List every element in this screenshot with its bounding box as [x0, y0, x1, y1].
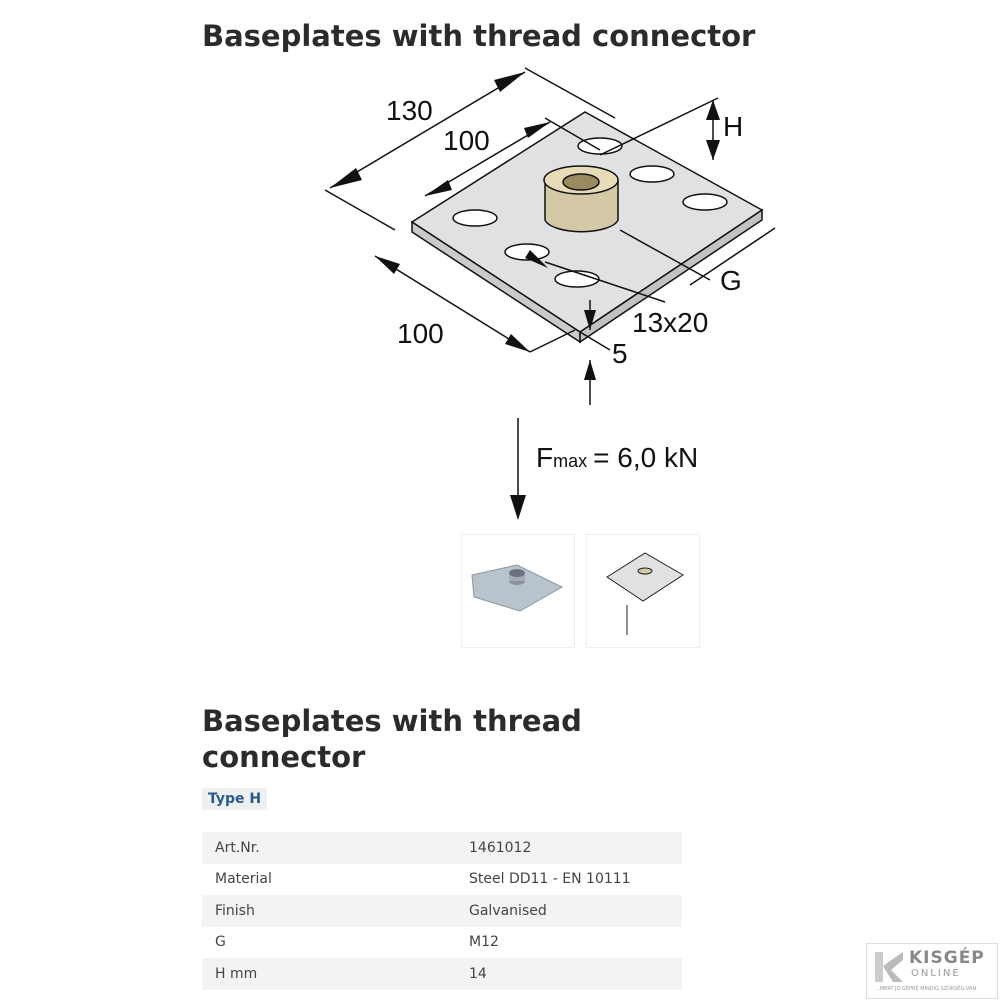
- table-row: Material Steel DD11 - EN 10111: [202, 864, 682, 896]
- spec-label: Finish: [215, 902, 255, 919]
- dim-h-label: H: [723, 111, 743, 142]
- dim-slot-label: 13x20: [632, 307, 708, 338]
- spec-label: Art.Nr.: [215, 839, 260, 856]
- spec-value: Steel DD11 - EN 10111: [469, 871, 631, 888]
- kisgep-logo-watermark: KISGÉP ONLINE ...MERT JÓ GÉPRE MINDIG SZ…: [866, 943, 998, 999]
- table-row: Art.Nr. 1461012: [202, 832, 682, 864]
- dim-g-label: G: [720, 265, 742, 296]
- spec-value: 14: [469, 965, 487, 982]
- logo-slogan: ...MERT JÓ GÉPRE MINDIG SZÜKSÉG VAN.: [875, 986, 978, 992]
- spec-value: 1461012: [469, 839, 532, 856]
- diagram-title: Baseplates with thread connector: [202, 19, 756, 53]
- fmax-label: Fmax= 6,0 kN: [536, 442, 698, 473]
- logo-k-icon: [875, 952, 903, 982]
- spec-label: Material: [215, 871, 272, 888]
- dim-5-label: 5: [612, 338, 628, 369]
- spec-value: M12: [469, 934, 499, 951]
- baseplate-dimension-drawing: 130 100 H G 13x20 100 5 Fmax= 6,0 kN: [324, 67, 776, 520]
- table-row: Finish Galvanised: [202, 895, 682, 927]
- spec-label: H mm: [215, 965, 258, 982]
- dim-100-bottom-label: 100: [397, 318, 444, 349]
- thumbnail-product-photo[interactable]: [461, 534, 575, 648]
- logo-sub: ONLINE: [911, 968, 961, 979]
- dim-100-top-label: 100: [443, 125, 490, 156]
- dim-130-label: 130: [386, 95, 433, 126]
- product-photo: [471, 564, 564, 612]
- table-row: H mm 14: [202, 958, 682, 990]
- spec-value: Galvanised: [469, 902, 547, 919]
- table-row: G M12: [202, 927, 682, 959]
- spec-table: Art.Nr. 1461012 Material Steel DD11 - EN 1…: [202, 832, 682, 990]
- thumbnail-dimension-drawing[interactable]: [586, 534, 700, 648]
- product-title: Baseplates with thread connector: [202, 704, 582, 774]
- dimension-drawing-thumbnail: [606, 552, 684, 635]
- logo-brand: KISGÉP: [909, 948, 985, 968]
- spec-label: G: [215, 934, 226, 951]
- type-badge: Type H: [202, 788, 268, 810]
